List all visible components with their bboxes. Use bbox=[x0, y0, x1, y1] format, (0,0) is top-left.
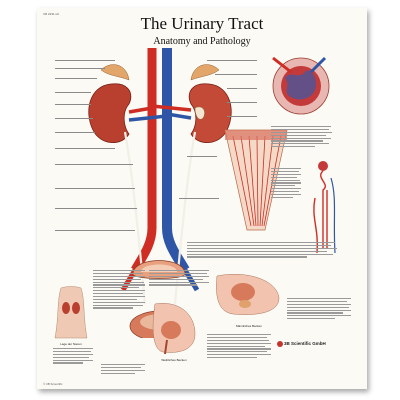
right-kidney bbox=[88, 83, 132, 143]
left-kidney bbox=[188, 83, 232, 143]
right-renal-artery bbox=[128, 106, 153, 114]
left-adrenal-gland bbox=[190, 64, 220, 81]
renal-pelvis bbox=[194, 106, 205, 120]
nephron-illustration bbox=[313, 161, 336, 254]
leader-line bbox=[227, 102, 257, 103]
leader-line bbox=[55, 68, 105, 69]
copyright-text: © 3B Scientific bbox=[43, 382, 63, 386]
right-adrenal-gland bbox=[100, 64, 130, 81]
caption-female-pelvis: Weibliches Becken bbox=[161, 358, 187, 362]
publisher-name: 3B Scientific GmbH bbox=[284, 341, 326, 347]
text-block-right-bottom bbox=[287, 298, 351, 338]
leader-line bbox=[55, 132, 95, 133]
right-renal-vein bbox=[128, 114, 168, 122]
leader-line bbox=[55, 104, 91, 105]
leader-line bbox=[55, 92, 91, 93]
text-block-bottom-middle bbox=[207, 334, 271, 378]
poster-code: VR 2231 uK bbox=[43, 12, 60, 16]
publisher-logo-icon bbox=[277, 341, 283, 347]
publisher-logo: 3B Scientific GmbH bbox=[277, 341, 326, 347]
text-block-center bbox=[187, 242, 337, 270]
leader-line bbox=[215, 74, 257, 75]
text-block-middle-col bbox=[149, 270, 209, 298]
leader-line bbox=[187, 156, 217, 157]
poster-subtitle: Anatomy and Pathology bbox=[153, 36, 251, 47]
text-block-pathology-2 bbox=[271, 168, 301, 248]
caption-female-torso: Lage der Nieren bbox=[60, 342, 82, 346]
female-pelvis-illustration bbox=[152, 303, 196, 355]
left-renal-artery bbox=[151, 104, 192, 112]
anatomy-poster: VR 2231 uK The Urinary Tract Anatomy and… bbox=[37, 8, 367, 389]
leader-line bbox=[227, 88, 257, 89]
text-block-bottom-center bbox=[101, 364, 145, 380]
leader-line bbox=[227, 116, 257, 117]
leader-line bbox=[55, 78, 97, 79]
leader-line bbox=[55, 148, 115, 149]
renal-pyramid-illustration bbox=[224, 129, 288, 231]
glomerulus-illustration bbox=[272, 56, 330, 115]
poster-title: The Urinary Tract bbox=[140, 14, 264, 33]
text-block-pathology-1 bbox=[271, 126, 333, 158]
female-torso-illustration bbox=[54, 286, 88, 339]
vena-cava bbox=[162, 48, 190, 273]
leader-line bbox=[55, 230, 135, 231]
leader-line bbox=[55, 60, 115, 61]
left-ureter bbox=[173, 131, 197, 305]
leader-line bbox=[55, 164, 133, 165]
left-renal-vein bbox=[166, 112, 192, 120]
male-pelvis-illustration bbox=[216, 274, 280, 315]
leader-line bbox=[55, 118, 93, 119]
leader-line bbox=[207, 60, 257, 61]
leader-line bbox=[55, 188, 135, 189]
text-block-left-col bbox=[93, 270, 145, 360]
caption-male-pelvis: Männliches Becken bbox=[235, 324, 262, 328]
text-block-bottom-left bbox=[53, 348, 93, 374]
leader-line bbox=[55, 208, 137, 209]
leader-line bbox=[179, 198, 219, 199]
urinary-system-illustration bbox=[88, 48, 232, 338]
right-ureter bbox=[123, 131, 147, 305]
